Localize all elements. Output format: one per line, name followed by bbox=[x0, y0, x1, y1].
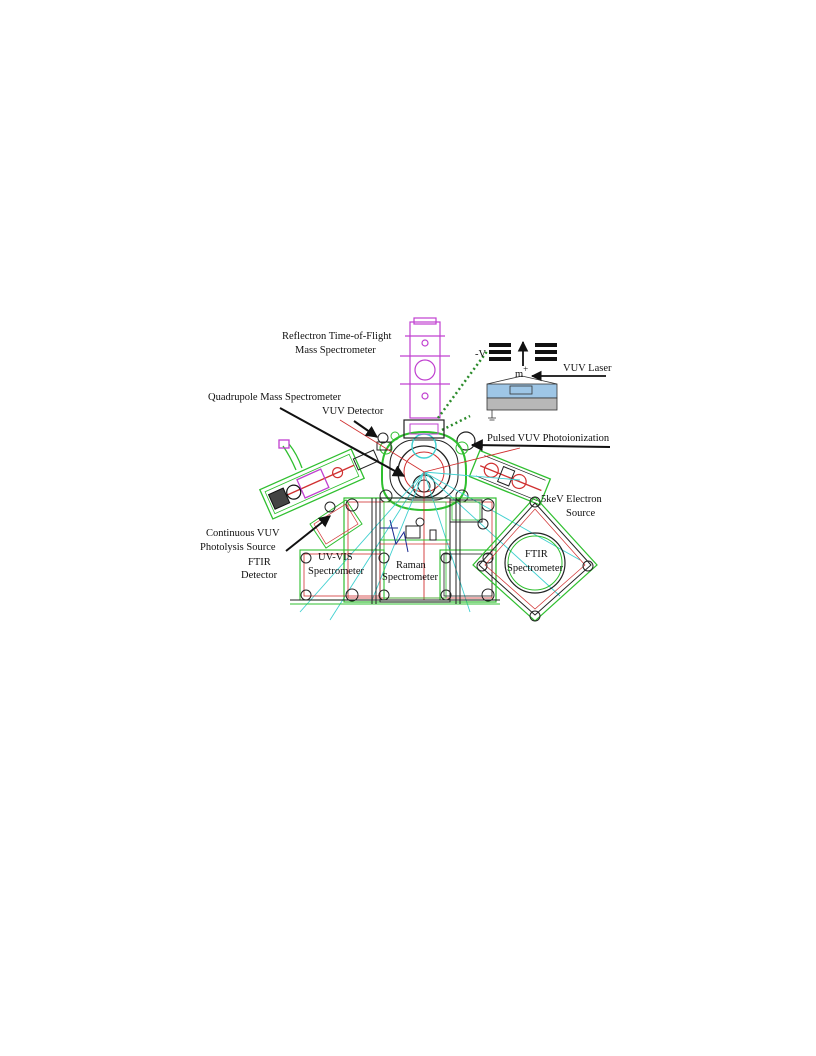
frame-bolts bbox=[300, 498, 495, 602]
electron-source-assembly bbox=[468, 449, 552, 506]
reflectron-tof-tube bbox=[400, 317, 450, 419]
label-continuous-line1: Continuous VUV bbox=[206, 528, 280, 539]
label-ftir-spectrometer-line1: FTIR bbox=[525, 549, 548, 560]
label-ftir-detector-line2: Detector bbox=[241, 570, 278, 581]
label-reflectron-line1: Reflectron Time-of-Flight bbox=[282, 331, 391, 342]
left-electrode-plates bbox=[489, 343, 511, 361]
label-uvvis-line2: Spectrometer bbox=[308, 566, 364, 577]
continuous-vuv-source-assembly bbox=[258, 448, 380, 520]
label-ion: m+ bbox=[515, 364, 528, 380]
vuv-detector-arrow bbox=[353, 420, 378, 438]
red-guide-lines bbox=[339, 419, 521, 600]
dotted-beam-lines bbox=[436, 349, 490, 432]
optical-table-frame bbox=[290, 497, 500, 605]
quadrupole-arrow bbox=[279, 407, 406, 477]
raman-optics bbox=[380, 517, 437, 553]
label-quadrupole: Quadrupole Mass Spectrometer bbox=[208, 392, 341, 403]
label-ftir-spectrometer-line2: Spectrometer bbox=[507, 563, 563, 574]
label-electron-line2: Source bbox=[566, 508, 595, 519]
label-ftir-detector-line1: FTIR bbox=[248, 557, 271, 568]
label-raman-line1: Raman bbox=[396, 560, 426, 571]
ftir-spectrometer-unit bbox=[472, 496, 598, 622]
label-minus-v: -V bbox=[475, 349, 486, 360]
label-uvvis-line1: UV-VIS bbox=[318, 552, 353, 563]
diagram-labels: Reflectron Time-of-Flight Mass Spectrome… bbox=[200, 331, 612, 583]
vuv-laser-inset bbox=[486, 340, 606, 421]
label-reflectron-line2: Mass Spectrometer bbox=[295, 345, 376, 356]
label-vuv-detector: VUV Detector bbox=[322, 406, 384, 417]
lamp-pipe bbox=[278, 439, 303, 471]
support-rails bbox=[371, 498, 461, 604]
callout-arrows bbox=[279, 407, 611, 552]
sample-substrate bbox=[486, 375, 558, 421]
right-electrode-plates bbox=[535, 343, 557, 361]
pulsed-vuv-arrow bbox=[470, 439, 611, 452]
vuv-detector-flange bbox=[376, 431, 400, 451]
label-vuv-laser: VUV Laser bbox=[563, 363, 612, 374]
label-raman-line2: Spectrometer bbox=[382, 572, 438, 583]
label-continuous-line2: Photolysis Source bbox=[200, 542, 276, 553]
ftir-detector-arrow bbox=[285, 515, 331, 552]
label-electron-line1: 5keV Electron bbox=[541, 494, 602, 505]
label-pulsed-vuv: Pulsed VUV Photoionization bbox=[487, 433, 610, 444]
